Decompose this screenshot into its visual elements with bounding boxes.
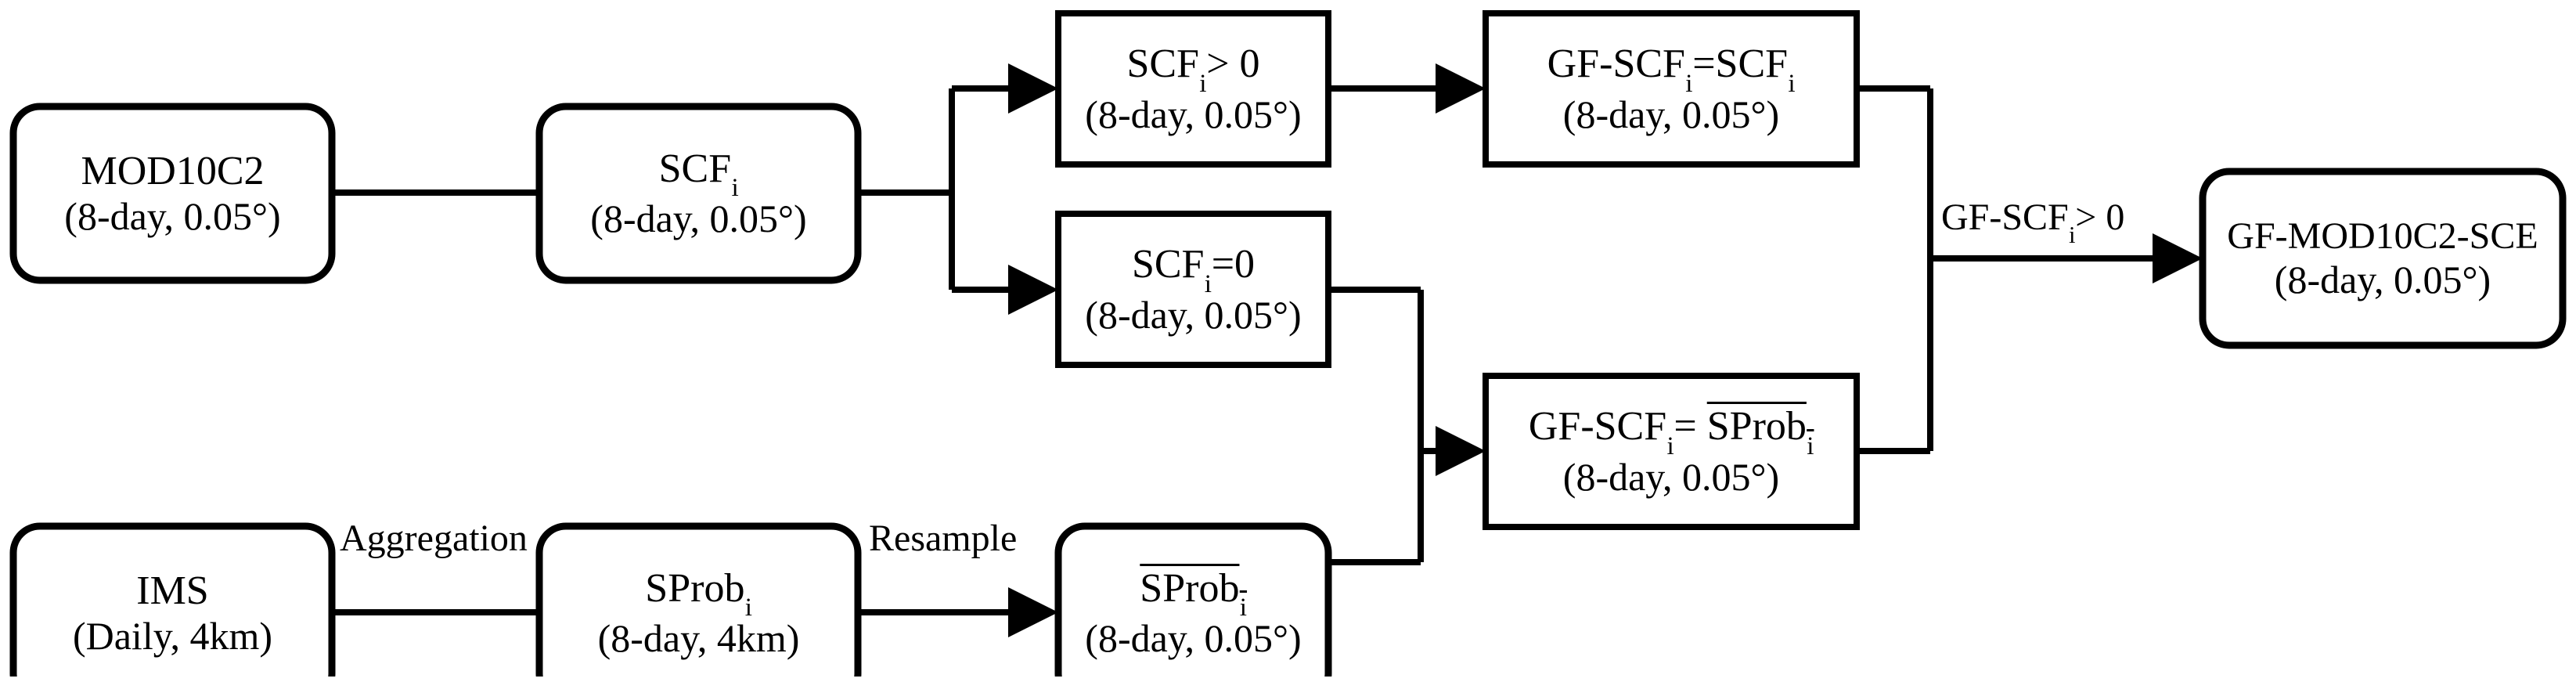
edge-outbus-to-result (1930, 233, 2203, 283)
flowchart-svg (9, 10, 2567, 677)
node-scf-gt-zero-shape[interactable] (1055, 10, 1331, 168)
node-sprob-bar-shape[interactable] (1054, 522, 1332, 677)
node-gf-scf-eq-scf-shape[interactable] (1483, 10, 1860, 168)
node-scf-shape[interactable] (535, 103, 862, 284)
edge-scf-split-bus (858, 63, 1058, 315)
node-mod10c2-shape[interactable] (9, 103, 336, 284)
edge-merge-to-gfsprob (1421, 426, 1486, 476)
edge-sprobbar-to-merge (1328, 451, 1424, 565)
edge-gfscf-to-outbus (1857, 85, 1933, 451)
node-gf-scf-eq-sprob-shape[interactable] (1483, 373, 1860, 530)
edge-scfeq0-to-merge (1328, 287, 1424, 451)
node-sprob-shape[interactable] (535, 522, 862, 677)
node-ims-shape[interactable] (9, 522, 336, 677)
edge-scfgt-to-gfscf (1328, 63, 1486, 114)
flowchart-canvas: MOD10C2 (8-day, 0.05°) SCFi (8-day, 0.05… (9, 10, 2567, 677)
node-scf-eq-zero-shape[interactable] (1055, 211, 1331, 368)
node-gf-mod10c2-sce-shape[interactable] (2199, 168, 2567, 349)
edge-sprob-to-sprobbar (858, 587, 1058, 637)
